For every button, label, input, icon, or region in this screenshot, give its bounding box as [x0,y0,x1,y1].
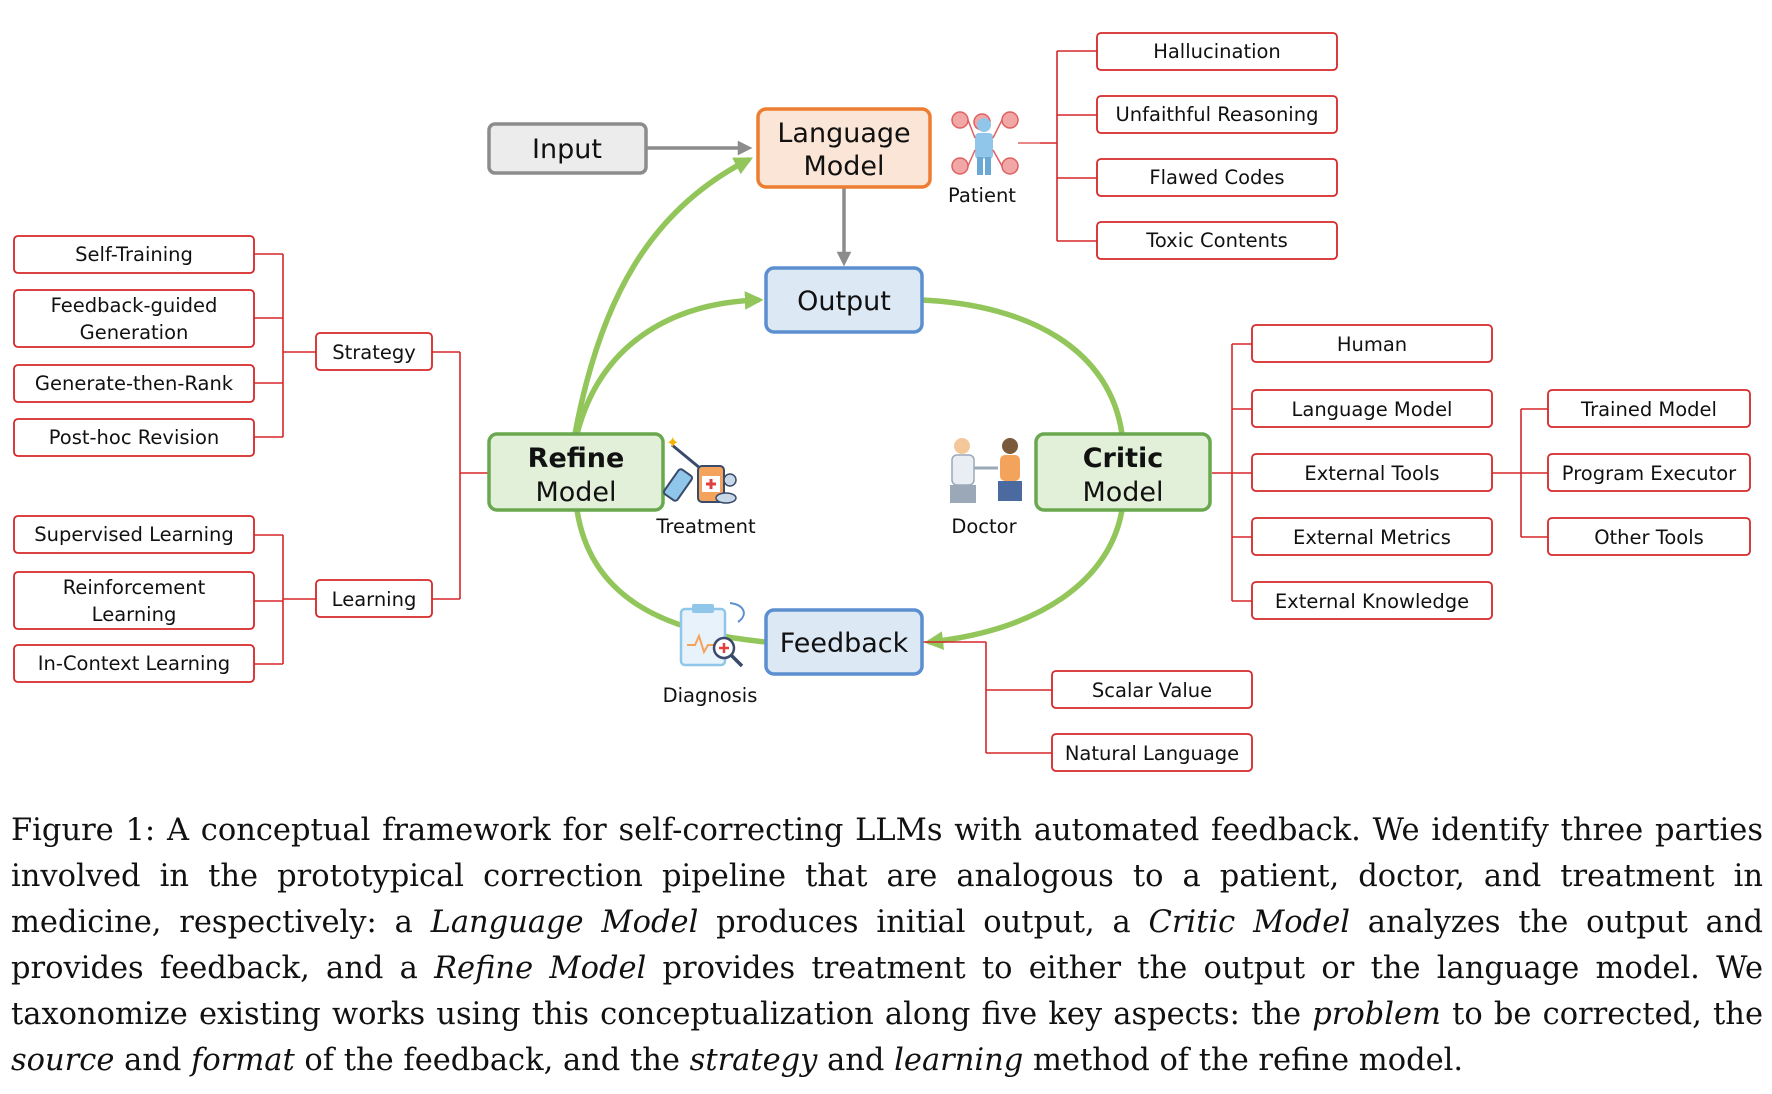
svg-text:Supervised Learning: Supervised Learning [34,523,233,546]
output-label: Output [797,286,891,317]
strategy-feedback-guided-generation: Feedback-guided Generation [13,289,255,348]
svg-text:Generation: Generation [80,321,189,344]
strategy-generate-then-rank: Generate-then-Rank [13,364,255,403]
problem-leaves: Hallucination Unfaithful Reasoning Flawe… [1096,32,1338,260]
svg-text:Toxic Contents: Toxic Contents [1145,229,1288,252]
framework-diagram: Input Language Model Output Refine Model… [13,32,1751,772]
svg-text:Natural Language: Natural Language [1065,742,1239,765]
svg-text:Scalar Value: Scalar Value [1092,679,1212,702]
svg-text:Post-hoc Revision: Post-hoc Revision [49,426,220,449]
critic-to-feedback-arrow [924,507,1125,650]
tool-program-executor: Program Executor [1547,453,1751,492]
refine-model-node: Refine Model [487,432,665,512]
doctor-label: Doctor [951,515,1017,538]
svg-text:External Tools: External Tools [1304,462,1439,485]
language-model-label-line-2: Model [803,151,884,182]
gray-arrows [647,140,852,267]
svg-text:Self-Training: Self-Training [75,243,193,266]
learning-leaves: Supervised Learning Reinforcement Learni… [13,515,255,683]
source-external-knowledge: External Knowledge [1251,581,1493,620]
strategy-self-training: Self-Training [13,235,255,274]
learning-supervised: Supervised Learning [13,515,255,554]
treatment-icon: ✦ [663,433,737,504]
figure-caption: Figure 1: A conceptual framework for sel… [11,813,1764,1078]
svg-text:Program Executor: Program Executor [1562,462,1737,485]
svg-text:Learning: Learning [332,588,417,611]
external-tool-leaves: Trained Model Program Executor Other Too… [1547,389,1751,556]
tree-connectors [254,50,1548,754]
svg-text:Generate-then-Rank: Generate-then-Rank [35,372,234,395]
patient-label: Patient [948,184,1016,207]
format-scalar-value: Scalar Value [1051,670,1253,709]
svg-text:Other Tools: Other Tools [1594,526,1704,549]
diagnosis-label: Diagnosis [663,684,758,707]
tool-other-tools: Other Tools [1547,517,1751,556]
svg-text:Learning: Learning [92,603,177,626]
input-node: Input [487,122,648,175]
patient-icon [951,111,1040,175]
output-node: Output [764,266,924,334]
problem-toxic-contents: Toxic Contents [1096,221,1338,260]
strategy-leaves: Self-Training Feedback-guided Generation… [13,235,255,457]
feedback-label: Feedback [780,628,909,659]
refine-model-label-line-2: Model [535,477,616,508]
svg-text:Human: Human [1337,333,1407,356]
cycle-arrows [572,157,1125,650]
learning-reinforcement: Reinforcement Learning [13,571,255,630]
svg-text:External Metrics: External Metrics [1293,526,1451,549]
refine-to-language-model-arrow [572,157,753,437]
svg-text:Unfaithful Reasoning: Unfaithful Reasoning [1116,103,1319,126]
feedback-node: Feedback [764,608,924,676]
diagnosis-icon [679,602,745,668]
source-external-tools: External Tools [1251,453,1493,492]
svg-text:Strategy: Strategy [332,341,416,364]
output-to-critic-arrow [919,297,1125,437]
svg-text:Flawed Codes: Flawed Codes [1149,166,1284,189]
source-external-metrics: External Metrics [1251,517,1493,556]
learning-node: Learning [315,579,433,618]
critic-model-node: Critic Model [1034,432,1212,512]
refine-to-output-arrow [574,291,764,437]
feedback-format-leaves: Scalar Value Natural Language [1051,670,1253,772]
language-model-node: Language Model [756,107,932,189]
svg-text:✦: ✦ [666,433,679,452]
feedback-to-refine-arrow [574,507,769,645]
refine-model-label-line-1: Refine [528,443,625,474]
doctor-icon [950,438,1022,503]
format-natural-language: Natural Language [1051,733,1253,772]
tool-trained-model: Trained Model [1547,389,1751,428]
svg-text:Language Model: Language Model [1292,398,1453,421]
treatment-label: Treatment [655,515,756,538]
language-model-label-line-1: Language [777,118,910,149]
learning-in-context: In-Context Learning [13,644,255,683]
input-label: Input [532,134,602,165]
source-language-model: Language Model [1251,389,1493,428]
svg-text:Feedback-guided: Feedback-guided [51,294,218,317]
strategy-node: Strategy [315,332,433,371]
critic-model-label-line-2: Model [1082,477,1163,508]
strategy-post-hoc-revision: Post-hoc Revision [13,418,255,457]
svg-text:Hallucination: Hallucination [1153,40,1281,63]
svg-text:In-Context Learning: In-Context Learning [38,652,230,675]
source-human: Human [1251,324,1493,363]
problem-hallucination: Hallucination [1096,32,1338,71]
svg-text:Trained Model: Trained Model [1580,398,1717,421]
svg-text:External Knowledge: External Knowledge [1275,590,1469,613]
problem-flawed-codes: Flawed Codes [1096,158,1338,197]
critic-source-leaves: Human Language Model External Tools Exte… [1251,324,1493,620]
problem-unfaithful-reasoning: Unfaithful Reasoning [1096,95,1338,134]
critic-model-label-line-1: Critic [1083,443,1164,474]
svg-text:Reinforcement: Reinforcement [63,576,206,599]
